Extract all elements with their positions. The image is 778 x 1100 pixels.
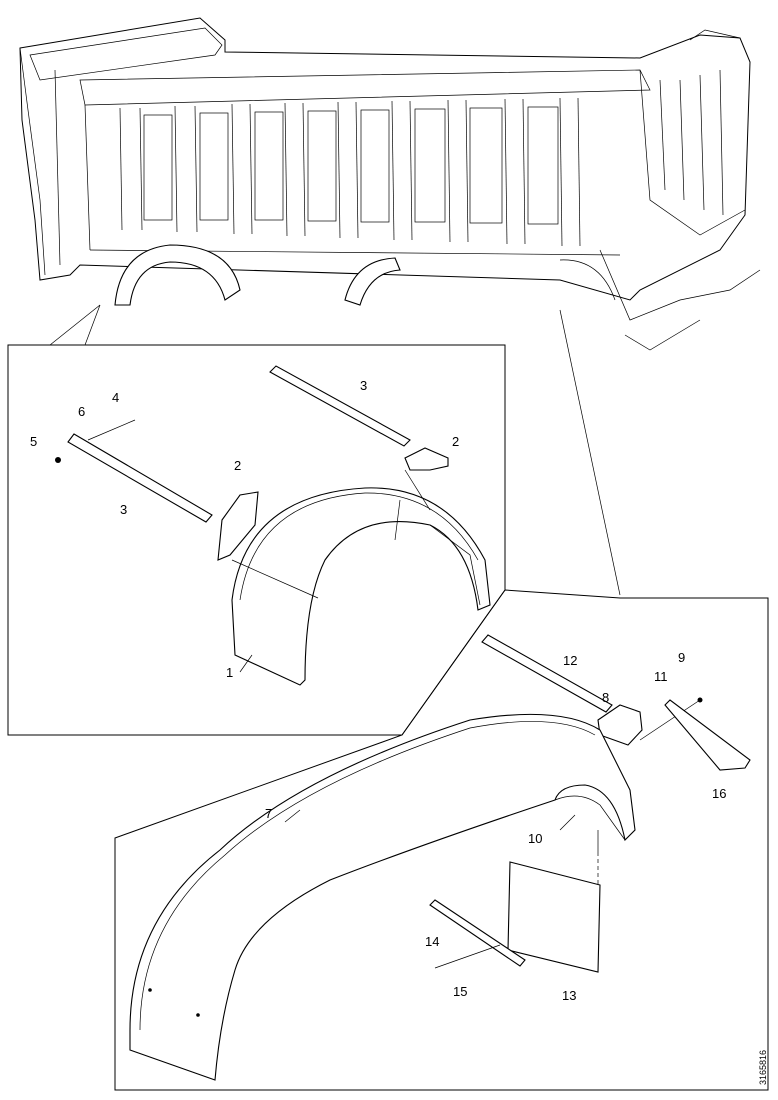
callout-4: 4 [112, 390, 119, 405]
callout-6: 6 [78, 404, 85, 419]
callout-3-right: 3 [360, 378, 367, 393]
callout-12: 12 [563, 653, 577, 668]
callout-14: 14 [425, 934, 439, 949]
fender-mount-rod-lower [67, 433, 213, 523]
callout-16: 16 [712, 786, 726, 801]
fender-mount-rod-upper [269, 365, 411, 447]
support-bar [664, 699, 751, 771]
detail-box-rear [114, 589, 769, 1091]
document-number: 3165816 [758, 1050, 768, 1085]
nut-icon [55, 457, 61, 463]
fender-bracket-right [404, 447, 449, 471]
callout-7: 7 [265, 806, 272, 821]
fender-bracket-left [217, 491, 259, 561]
callout-3-left: 3 [120, 502, 127, 517]
flap-bar [429, 899, 526, 967]
callout-10: 10 [528, 831, 542, 846]
front-fender [231, 487, 491, 686]
rear-fender [129, 713, 636, 1081]
callout-2-left: 2 [234, 458, 241, 473]
rear-fender-detail: 7 8 9 10 11 12 13 14 15 16 [114, 589, 769, 1091]
callout-11: 11 [654, 669, 668, 684]
callout-8: 8 [602, 690, 609, 705]
callout-9: 9 [678, 650, 685, 665]
callout-2-right: 2 [452, 434, 459, 449]
bolt-head-icon [697, 697, 703, 703]
callout-13: 13 [562, 988, 576, 1003]
callout-1: 1 [226, 665, 233, 680]
callout-15: 15 [453, 984, 467, 999]
truck-illustration [19, 17, 761, 596]
mud-flap [507, 861, 601, 973]
front-fender-detail: 1 2 2 3 3 4 5 6 [7, 344, 506, 736]
fender-rod [481, 634, 613, 713]
callout-5: 5 [30, 434, 37, 449]
